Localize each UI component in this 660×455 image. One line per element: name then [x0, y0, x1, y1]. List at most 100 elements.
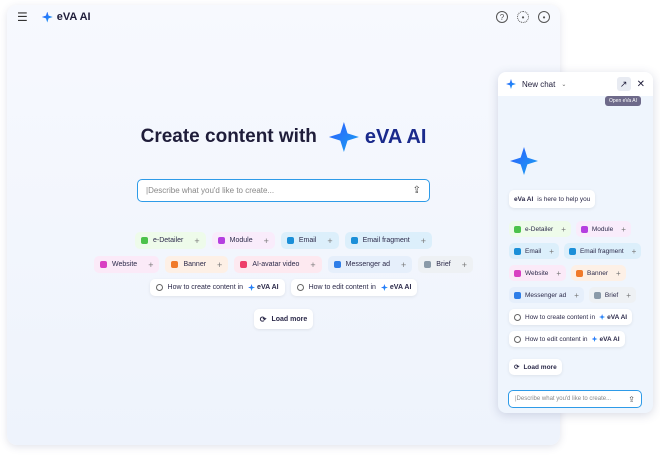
plus-icon[interactable]: +	[461, 259, 467, 270]
chip-label: Brief	[436, 261, 451, 268]
chip-row: Messenger ad + Brief +	[509, 287, 636, 303]
chip-label: Module	[591, 225, 614, 233]
content-type-chip[interactable]: Messenger ad +	[509, 287, 584, 303]
content-type-chip[interactable]: Messenger ad +	[327, 256, 413, 273]
plus-icon[interactable]: +	[217, 259, 223, 270]
plus-icon[interactable]: +	[310, 259, 316, 270]
chat-input[interactable]: |Describe what you'd like to create... ⇪	[508, 390, 642, 408]
plus-icon[interactable]: +	[574, 290, 579, 300]
chip-row: Email + Email fragment +	[509, 243, 642, 259]
menu-icon[interactable]: ☰	[17, 10, 28, 24]
content-type-icon	[217, 237, 225, 244]
content-type-icon	[514, 291, 521, 299]
content-type-icon	[514, 225, 521, 233]
load-more-button[interactable]: ⟳Load more	[509, 359, 562, 375]
plus-icon[interactable]: +	[626, 290, 631, 300]
content-type-chip[interactable]: Email +	[509, 243, 559, 259]
content-type-icon	[424, 261, 432, 268]
content-type-icon	[514, 269, 521, 277]
chip-label: Email	[298, 237, 317, 244]
chip-label: Email fragment	[579, 247, 624, 255]
chip-label: AI-avatar video	[252, 261, 300, 268]
plus-icon[interactable]: +	[549, 246, 554, 256]
content-type-icon	[286, 237, 294, 244]
chip-label: Messenger ad	[525, 291, 567, 299]
plus-icon[interactable]: +	[420, 235, 426, 246]
content-type-icon	[568, 247, 576, 255]
question-icon	[514, 335, 521, 343]
greeting-text: is here to help you	[537, 195, 591, 203]
content-type-icon	[141, 237, 148, 244]
content-type-chip[interactable]: Module+	[211, 232, 275, 249]
app-name: eVA AI	[56, 11, 91, 23]
content-type-chip[interactable]: Email fragment +	[344, 232, 432, 249]
input-placeholder: |Describe what you'd like to create...	[515, 396, 612, 402]
content-type-icon	[593, 291, 601, 299]
eva-star-icon	[506, 79, 516, 89]
chat-title[interactable]: New chat	[522, 79, 556, 89]
chip-row: Website+Banner+	[509, 265, 626, 281]
content-type-chip[interactable]: Brief +	[418, 256, 473, 273]
chip-label: Messenger ad	[345, 261, 391, 268]
plus-icon[interactable]: +	[263, 235, 269, 246]
content-type-chip[interactable]: Email fragment +	[563, 243, 642, 259]
content-type-icon	[576, 269, 584, 277]
describe-input[interactable]: |Describe what you'd like to create...⇪	[137, 179, 430, 202]
content-type-chip[interactable]: AI-avatar video +	[234, 256, 322, 273]
content-type-icon	[580, 225, 588, 233]
content-type-chip[interactable]: Website +	[509, 265, 567, 281]
content-type-chip[interactable]: Module +	[575, 221, 631, 237]
content-type-chip[interactable]: Banner +	[165, 256, 229, 273]
chip-brand: eVA AI	[607, 313, 628, 321]
user-icon[interactable]: •	[538, 11, 550, 23]
content-type-chip[interactable]: Banner+	[571, 265, 626, 281]
chip-label: e-Detailer	[525, 225, 554, 233]
question-icon	[155, 284, 163, 291]
content-type-chip[interactable]: e-Detailer +	[509, 221, 571, 237]
close-icon[interactable]: ✕	[636, 78, 645, 90]
chip-label: Email fragment	[362, 237, 410, 244]
greeting-brand: eVa AI	[514, 195, 534, 203]
chip-label: Email	[525, 247, 542, 255]
chip-label: Website	[525, 269, 549, 277]
content-type-chip[interactable]: Website+	[94, 256, 160, 273]
eva-star-icon	[599, 314, 606, 320]
refresh-icon: ⟳	[514, 364, 520, 371]
panel-header: New chat ⌄ ↗ ✕	[498, 72, 653, 96]
tooltip: Open eVa AI	[605, 96, 641, 106]
plus-icon[interactable]: +	[327, 235, 333, 246]
plus-icon[interactable]: +	[621, 224, 626, 234]
header: ☰ eVA AI ? • •	[7, 5, 560, 29]
plus-icon[interactable]: +	[561, 224, 566, 234]
help-icon[interactable]: ?	[496, 11, 508, 23]
plus-icon[interactable]: +	[401, 259, 407, 270]
chevron-down-icon[interactable]: ⌄	[561, 81, 567, 88]
chip-label: Brief	[604, 291, 619, 299]
gear-icon[interactable]: •	[517, 11, 529, 23]
question-icon	[296, 284, 304, 291]
content-type-chip[interactable]: Email +	[280, 232, 339, 249]
eva-star-icon	[41, 11, 53, 23]
plus-icon[interactable]: +	[616, 268, 621, 278]
plus-icon[interactable]: +	[148, 259, 154, 270]
load-more-button[interactable]: ⟳Load more	[253, 309, 314, 329]
plus-icon[interactable]: +	[194, 235, 200, 246]
chip-label: How to create content in	[167, 284, 244, 291]
open-external-icon[interactable]: ↗	[616, 77, 631, 91]
plus-icon[interactable]: +	[631, 246, 637, 256]
load-more-label: Load more	[523, 363, 557, 371]
upload-icon[interactable]: ⇪	[412, 185, 421, 196]
eva-star-icon	[510, 147, 538, 175]
eva-star-icon	[591, 336, 598, 342]
content-type-icon	[100, 261, 108, 268]
title-brand: eVA AI	[364, 125, 427, 148]
content-type-chip[interactable]: Brief +	[588, 287, 636, 303]
plus-icon[interactable]: +	[556, 268, 562, 278]
upload-icon[interactable]: ⇪	[628, 394, 635, 404]
content-type-chip[interactable]: e-Detailer+	[135, 232, 206, 249]
chip-label: Banner	[183, 261, 207, 268]
